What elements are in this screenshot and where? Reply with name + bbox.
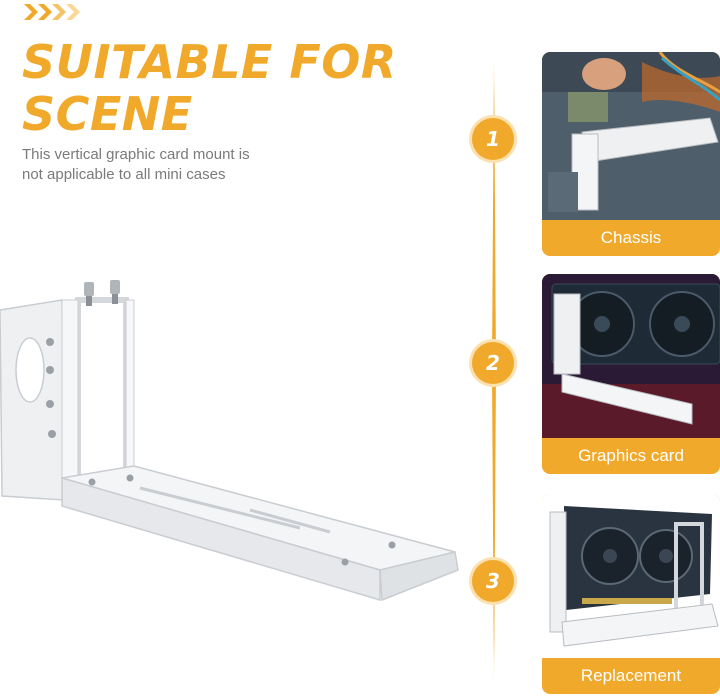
note-line-2: not applicable to all mini cases bbox=[22, 166, 226, 183]
chevron-arrows-icon bbox=[24, 4, 80, 20]
replacement-caption: Replacement bbox=[580, 666, 682, 685]
scene-card-replacement: Replacement bbox=[542, 494, 720, 694]
gpu-bracket-image bbox=[0, 280, 459, 602]
replacement-photo bbox=[542, 494, 720, 658]
title-line-1: SUITABLE FOR bbox=[22, 35, 397, 89]
scene-card-chassis: Chassis bbox=[542, 52, 720, 256]
chassis-photo bbox=[542, 52, 720, 220]
title-line-2: SCENE bbox=[22, 87, 193, 141]
compatibility-note: This vertical graphic card mount is not … bbox=[22, 145, 322, 185]
step-2-badge: 2 bbox=[472, 342, 514, 384]
step-1-badge: 1 bbox=[472, 118, 514, 160]
graphics-card-photo bbox=[542, 274, 720, 438]
scene-card-graphics-card: Graphics card bbox=[542, 274, 720, 474]
note-line-1: This vertical graphic card mount is bbox=[22, 146, 250, 163]
page-title: SUITABLE FOR SCENE bbox=[22, 36, 402, 140]
graphics-card-caption: Graphics card bbox=[578, 446, 684, 465]
step-3-badge: 3 bbox=[472, 560, 514, 602]
chassis-caption: Chassis bbox=[600, 228, 662, 247]
